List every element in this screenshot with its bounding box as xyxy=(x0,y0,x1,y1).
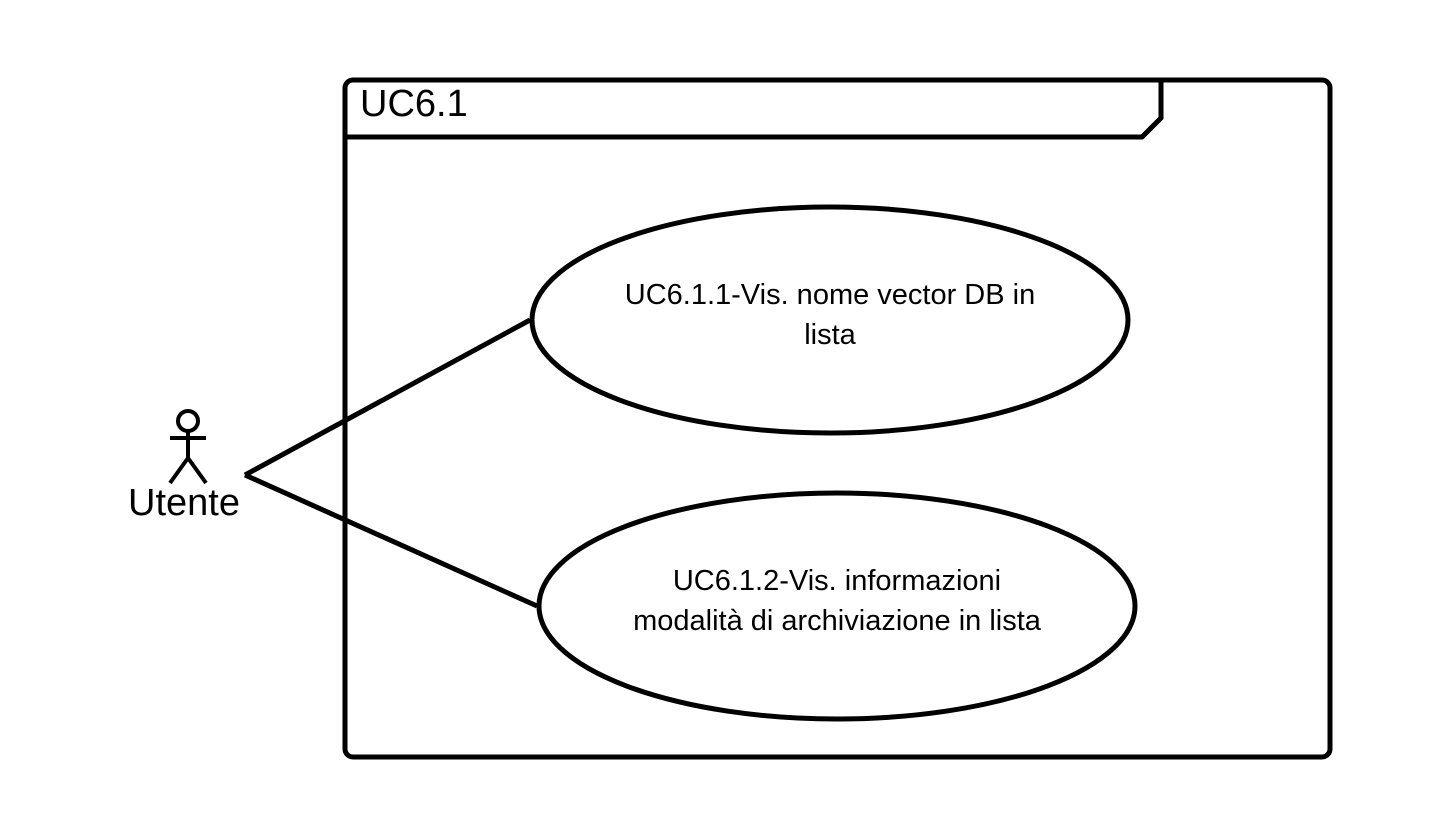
actor-stick-figure-icon xyxy=(168,409,208,485)
use-case-label-2-line-1: UC6.1.2-Vis. informazioni xyxy=(672,565,1002,597)
use-case-label-1: UC6.1.1-Vis. nome vector DB in lista xyxy=(560,275,1100,355)
frame-title-tab xyxy=(345,80,1164,140)
use-case-label-1-line-1: UC6.1.1-Vis. nome vector DB in xyxy=(624,279,1036,311)
frame-title: UC6.1 xyxy=(360,83,468,125)
use-case-ellipse-2 xyxy=(536,490,1138,722)
use-case-label-2-line-2: modalità di archiviazione in lista xyxy=(633,605,1041,637)
association-line-uc-2 xyxy=(243,472,539,609)
actor-right-leg xyxy=(186,456,208,485)
use-case-ellipse-1 xyxy=(529,204,1131,436)
association-line-uc-1 xyxy=(243,317,532,478)
use-case-label-2: UC6.1.2-Vis. informazioni modalità di ar… xyxy=(567,561,1107,641)
actor-head xyxy=(176,409,200,433)
actor-left-leg xyxy=(168,456,190,485)
actor-label: Utente xyxy=(128,482,240,524)
use-case-label-1-line-2: lista xyxy=(804,319,856,351)
